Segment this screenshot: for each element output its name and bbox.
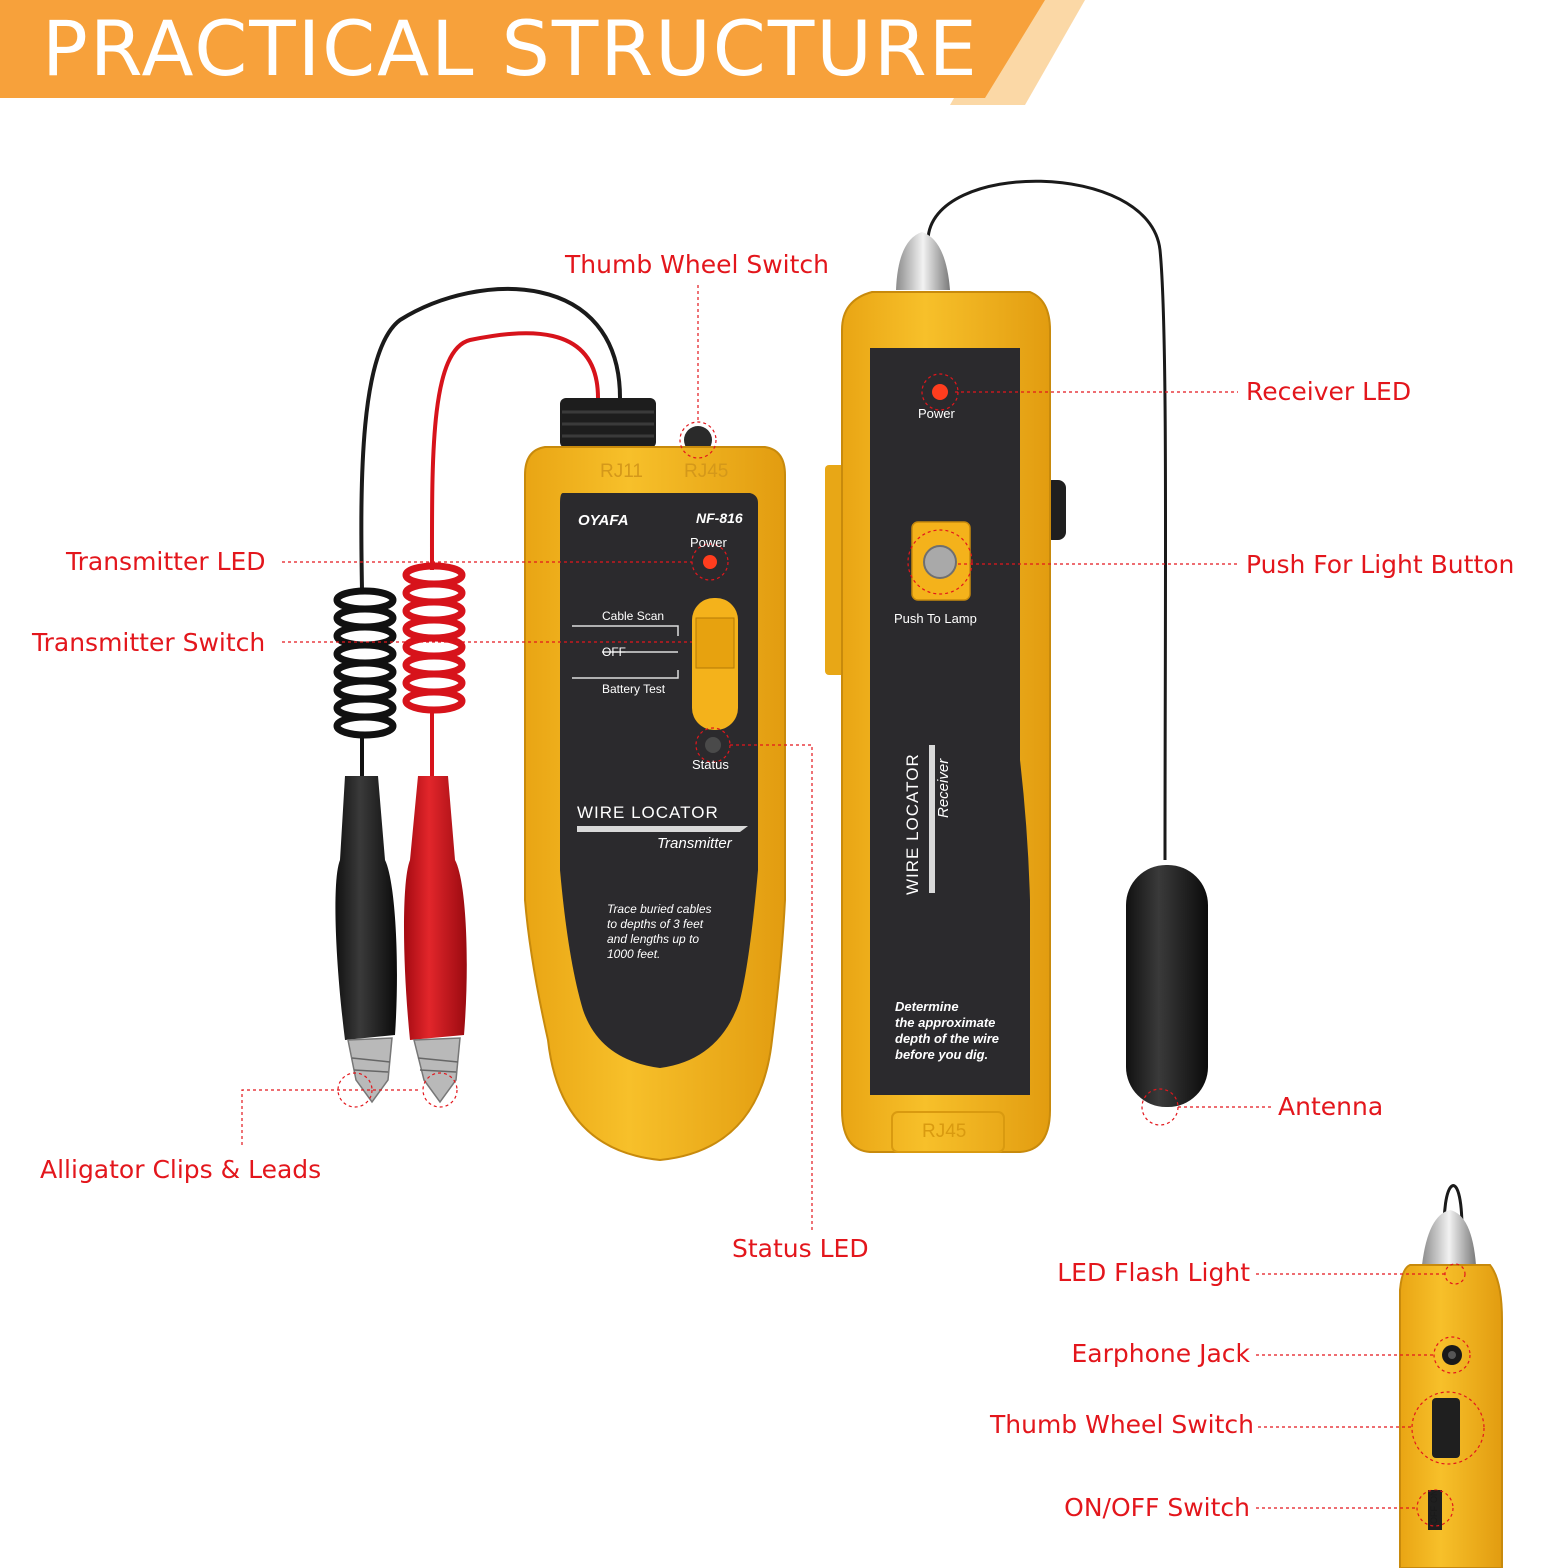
transmitter-desc-line: to depths of 3 feet [607, 917, 704, 931]
test-leads [333, 286, 622, 780]
receiver-labels: Power Push To Lamp WIRE LOCATOR Receiver… [894, 406, 999, 1142]
push-to-lamp-label: Push To Lamp [894, 611, 977, 626]
receiver-subtitle: Receiver [935, 758, 952, 818]
callout-leaders [241, 285, 1485, 1527]
page-title: PRACTICAL STRUCTURE [42, 4, 979, 93]
transmitter-led-icon [703, 555, 717, 569]
transmitter-title: WIRE LOCATOR [577, 803, 719, 822]
transmitter-power-label: Power [690, 535, 728, 550]
receiver-power-label: Power [918, 406, 956, 421]
status-label: Status [692, 757, 729, 772]
alligator-clip-red [404, 776, 467, 1104]
banner-shape [0, 0, 1085, 105]
callout-led-flash-light: LED Flash Light [1057, 1258, 1250, 1287]
callout-antenna: Antenna [1278, 1092, 1384, 1121]
receiver-title: WIRE LOCATOR [903, 753, 922, 895]
receiver-desc-line: depth of the wire [895, 1031, 999, 1046]
callout-on-off-switch: ON/OFF Switch [1064, 1493, 1250, 1522]
callout-receiver-led: Receiver LED [1246, 377, 1412, 406]
transmitter-device [524, 398, 786, 1162]
side-thumb-wheel-icon [1432, 1398, 1460, 1458]
transmitter-desc-line: and lengths up to [607, 932, 699, 946]
transmitter-model: NF-816 [696, 510, 743, 526]
callout-thumb-wheel-switch-top: Thumb Wheel Switch [565, 250, 830, 279]
receiver-port-rj45: RJ45 [922, 1121, 966, 1142]
receiver-led-icon [932, 384, 948, 400]
status-led-icon [705, 737, 721, 753]
side-view-labels: OFF ON [1429, 1490, 1439, 1525]
callout-transmitter-switch: Transmitter Switch [32, 628, 266, 657]
off-label: OFF [602, 645, 626, 659]
side-switch-on-label: ON [1429, 1490, 1439, 1504]
transmitter-desc-line: Trace buried cables [607, 902, 712, 916]
callout-thumb-wheel-switch-side: Thumb Wheel Switch [989, 1410, 1254, 1439]
battery-test-label: Battery Test [602, 682, 666, 696]
callout-alligator-clips: Alligator Clips & Leads [40, 1155, 322, 1184]
side-switch-off-label: OFF [1429, 1506, 1439, 1524]
on-off-switch[interactable] [1428, 1490, 1442, 1530]
callout-transmitter-led: Transmitter LED [66, 547, 266, 576]
callout-push-for-light-button: Push For Light Button [1246, 550, 1515, 579]
receiver-desc-line: before you dig. [895, 1047, 988, 1062]
alligator-clip-black [335, 776, 397, 1104]
receiver-desc-line: the approximate [895, 1015, 995, 1030]
transmitter-port-rj11: RJ11 [600, 461, 643, 482]
transmitter-labels: RJ11 RJ45 OYAFA NF-816 Power Cable Scan … [577, 461, 743, 961]
transmitter-desc-line: 1000 feet. [607, 947, 660, 961]
receiver-desc-line: Determine [895, 999, 959, 1014]
callout-earphone-jack: Earphone Jack [1071, 1339, 1251, 1368]
antenna-icon [1126, 865, 1208, 1107]
flash-light-icon [896, 232, 950, 290]
transmitter-port-rj45: RJ45 [684, 461, 728, 482]
header-banner: PRACTICAL STRUCTURE [0, 0, 1568, 120]
cable-scan-label: Cable Scan [602, 609, 664, 623]
receiver-side-view [1399, 1184, 1503, 1568]
receiver-device [825, 179, 1208, 1153]
transmitter-subtitle: Transmitter [657, 835, 733, 852]
brand-logo-text: OYAFA [578, 512, 629, 529]
callout-status-led: Status LED [732, 1234, 869, 1263]
